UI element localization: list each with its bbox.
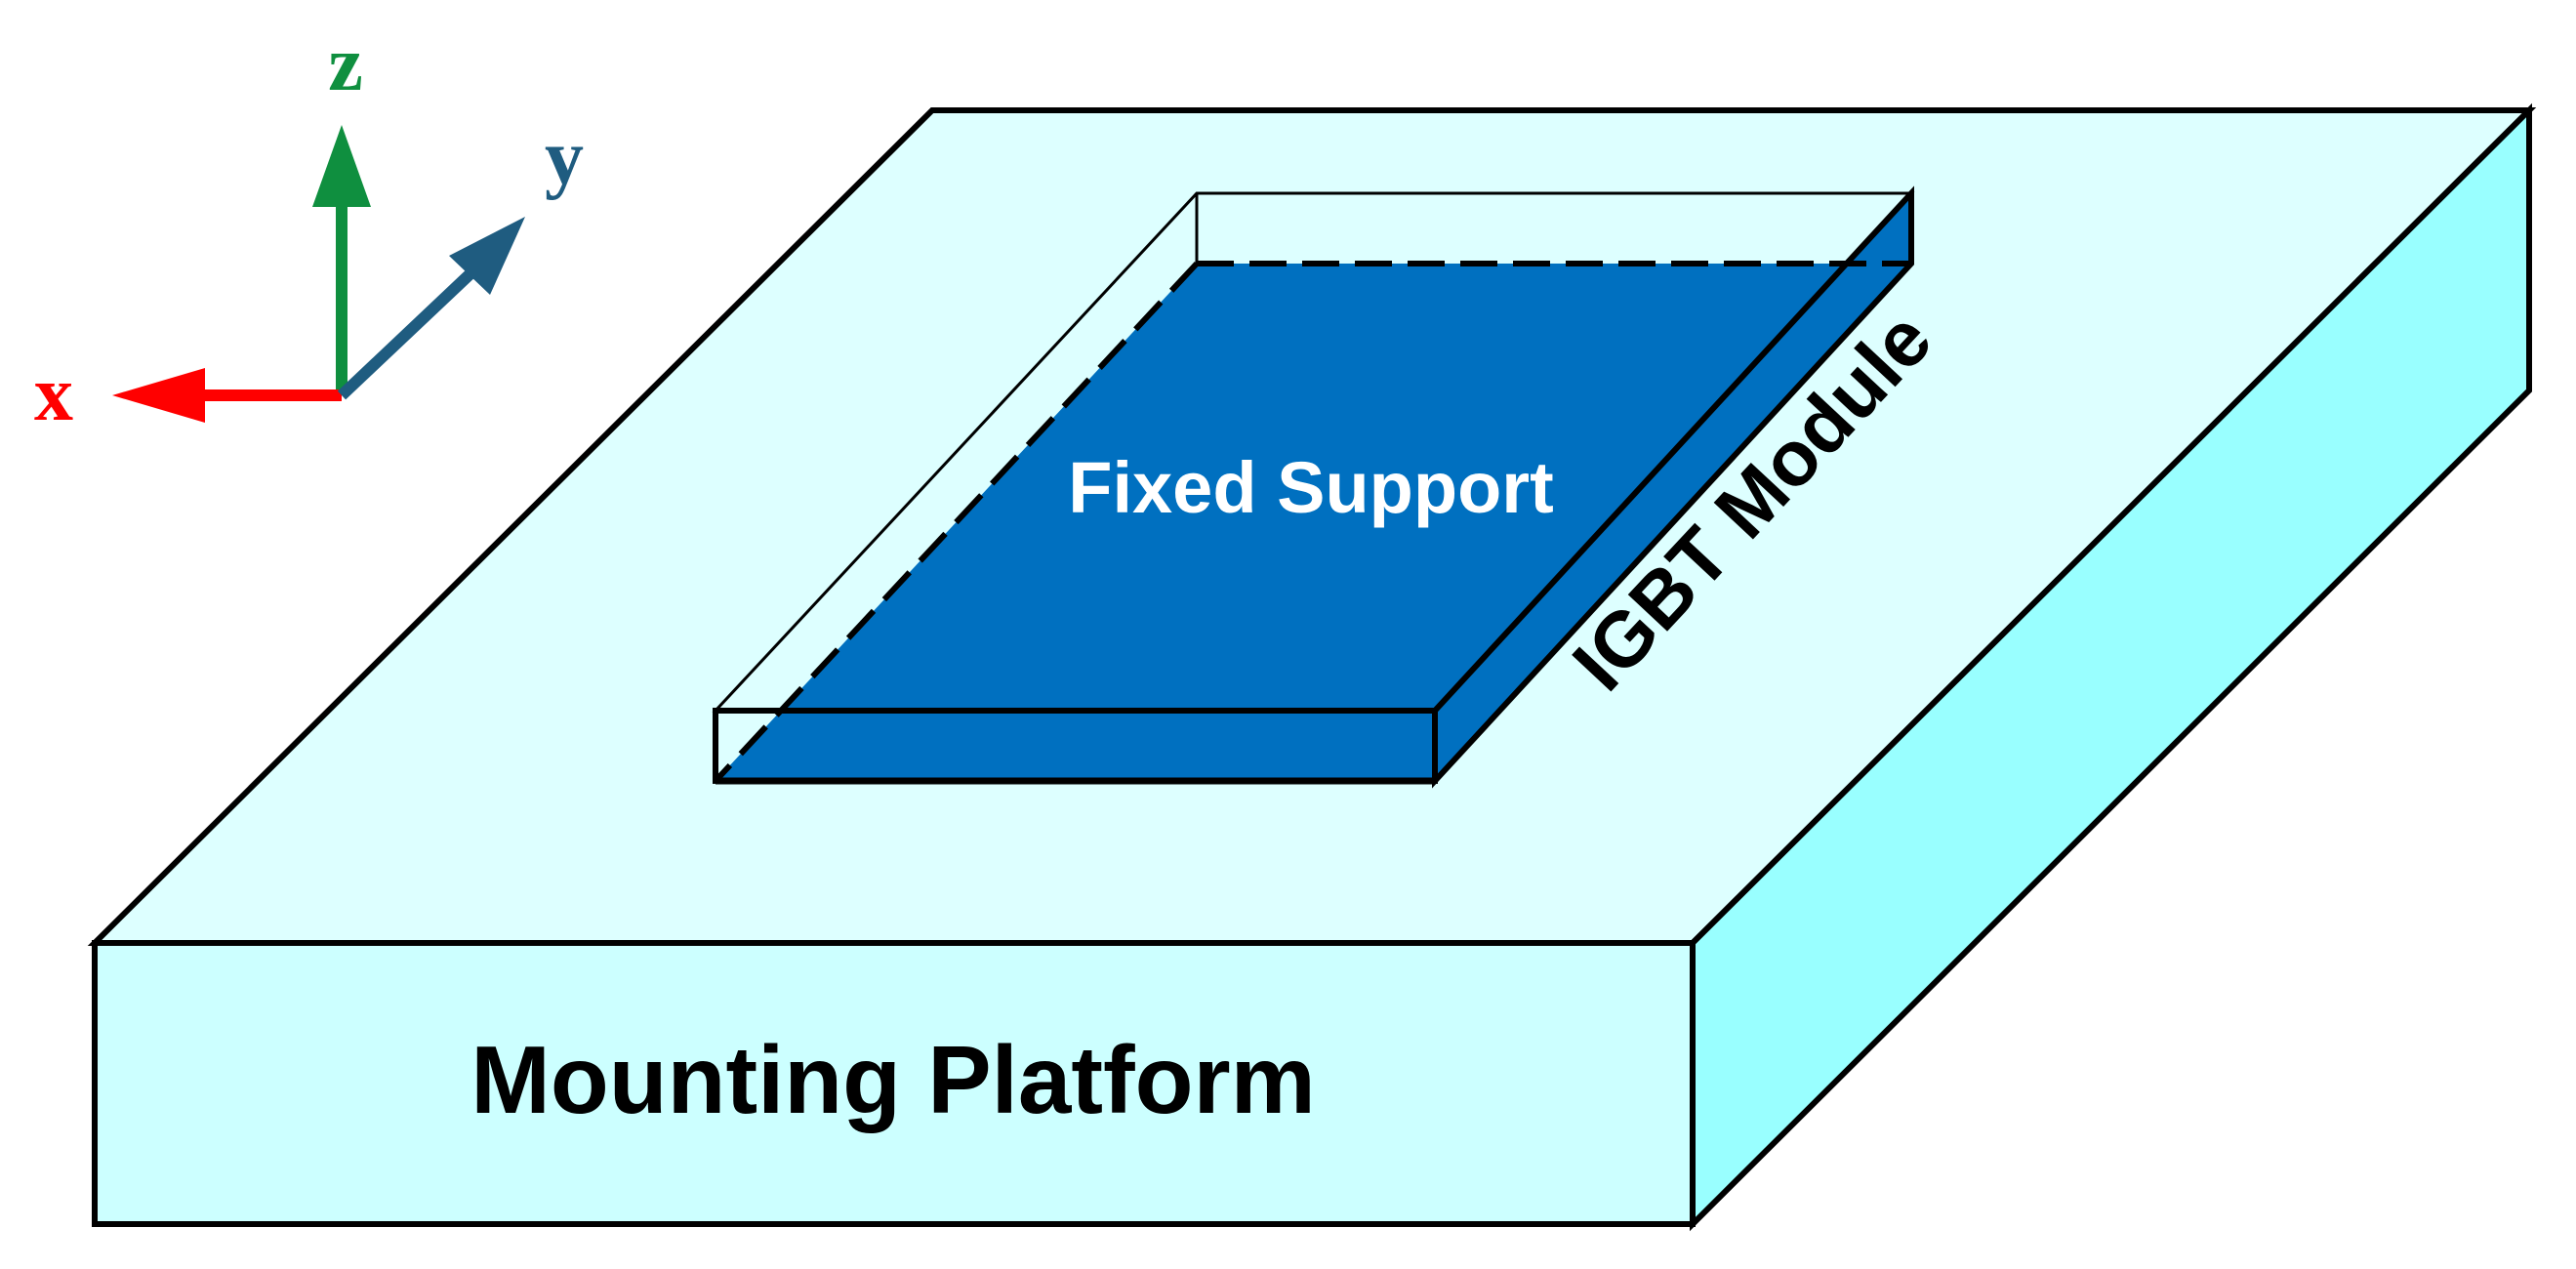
fixed-support-label: Fixed Support [1068, 447, 1553, 528]
axis-x-label: x [34, 351, 73, 437]
fixed-support-face [716, 264, 1911, 781]
module-hidden-edge-left [713, 261, 1200, 784]
mounting-platform-label: Mounting Platform [470, 1026, 1316, 1133]
axis-z-arrowhead [312, 125, 371, 207]
axis-z-label: z [328, 21, 363, 107]
axis-y-line [337, 257, 488, 400]
igbt-module [712, 185, 1915, 789]
axis-y-label: y [545, 115, 584, 201]
axis-x-arrowhead [112, 368, 205, 423]
platform-side-face [1690, 102, 2532, 1232]
axis-y-arrowhead [449, 217, 525, 295]
coordinate-axes: z y x [34, 21, 584, 437]
